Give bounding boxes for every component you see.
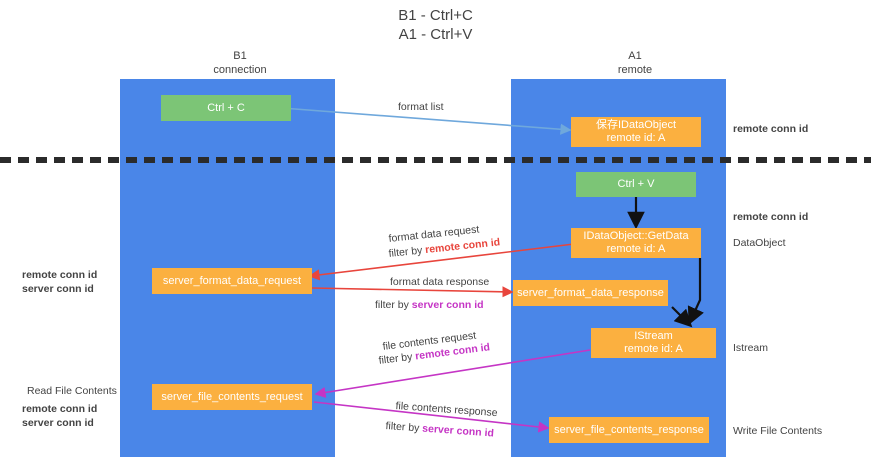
node-getdata[interactable]: IDataObject::GetData remote id: A bbox=[571, 228, 701, 258]
lane-header-b1-sub: connection bbox=[213, 64, 267, 76]
filter-value-4: server conn id bbox=[421, 422, 495, 440]
title-line-2: A1 - Ctrl+V bbox=[398, 26, 473, 43]
annotation-dataobject: DataObject bbox=[733, 237, 786, 249]
edge-label-format-list: format list bbox=[398, 101, 444, 113]
node-save-idataobject-line2: remote id: A bbox=[606, 132, 666, 144]
filter-prefix-4: filter by bbox=[385, 420, 423, 435]
lane-header-b1: B1 connection bbox=[150, 49, 330, 77]
annotation-left-remote-conn-id-bottom: remote conn id bbox=[22, 403, 98, 415]
annotation-remote-conn-id-mid: remote conn id bbox=[733, 211, 809, 223]
node-server-file-contents-response[interactable]: server_file_contents_response bbox=[549, 417, 709, 443]
node-istream-line2: remote id: A bbox=[624, 343, 683, 355]
filter-value-2: server conn id bbox=[411, 299, 484, 311]
annotation-left-remote-conn-id-mid: remote conn id bbox=[22, 269, 98, 281]
annotation-write-file-contents: Write File Contents bbox=[733, 425, 823, 437]
node-ctrl-c[interactable]: Ctrl + C bbox=[161, 95, 291, 121]
edge-label-file-contents-response: file contents response bbox=[395, 400, 498, 420]
lane-header-a1: A1 remote bbox=[545, 49, 725, 77]
node-ctrl-v[interactable]: Ctrl + V bbox=[576, 172, 696, 197]
annotation-left-server-conn-id-mid: server conn id bbox=[22, 283, 94, 295]
node-ctrl-v-label: Ctrl + V bbox=[617, 178, 655, 190]
node-save-idataobject-line1: 保存IDataObject bbox=[595, 119, 677, 131]
node-getdata-line1: IDataObject::GetData bbox=[583, 230, 689, 242]
lane-header-b1-name: B1 bbox=[233, 50, 247, 62]
title-line-1: B1 - Ctrl+C bbox=[398, 7, 473, 24]
node-istream-line1: IStream bbox=[634, 330, 673, 342]
node-getdata-line2: remote id: A bbox=[606, 243, 666, 255]
annotation-istream: Istream bbox=[733, 342, 769, 354]
node-server-format-data-response-label: server_format_data_response bbox=[517, 286, 664, 299]
annotation-left-server-conn-id-bottom: server conn id bbox=[22, 417, 94, 429]
node-server-file-contents-request[interactable]: server_file_contents_request bbox=[152, 384, 312, 410]
node-server-format-data-request-label: server_format_data_request bbox=[162, 274, 302, 287]
edge-label-file-contents-response-filter: filter by server conn id bbox=[385, 420, 494, 441]
filter-prefix-1: filter by bbox=[388, 244, 426, 260]
node-server-format-data-response[interactable]: server_format_data_response bbox=[513, 280, 668, 306]
edge-label-format-data-response: format data response bbox=[390, 276, 490, 288]
node-server-file-contents-response-label: server_file_contents_response bbox=[554, 423, 704, 436]
annotation-read-file-contents: Read File Contents bbox=[27, 385, 117, 397]
lane-header-a1-name: A1 bbox=[628, 50, 642, 62]
node-server-format-data-request[interactable]: server_format_data_request bbox=[152, 268, 312, 294]
edge-label-format-data-response-filter: filter by server conn id bbox=[375, 299, 484, 312]
node-ctrl-c-label: Ctrl + C bbox=[207, 101, 245, 114]
lane-header-a1-sub: remote bbox=[617, 64, 653, 76]
annotation-remote-conn-id-top: remote conn id bbox=[733, 123, 809, 135]
diagram-title: B1 - Ctrl+C A1 - Ctrl+V bbox=[0, 6, 871, 44]
node-istream[interactable]: IStream remote id: A bbox=[591, 328, 716, 358]
node-save-idataobject[interactable]: 保存IDataObject remote id: A bbox=[571, 117, 701, 147]
filter-prefix-2: filter by bbox=[375, 299, 412, 311]
node-server-file-contents-request-label: server_file_contents_request bbox=[161, 390, 303, 403]
